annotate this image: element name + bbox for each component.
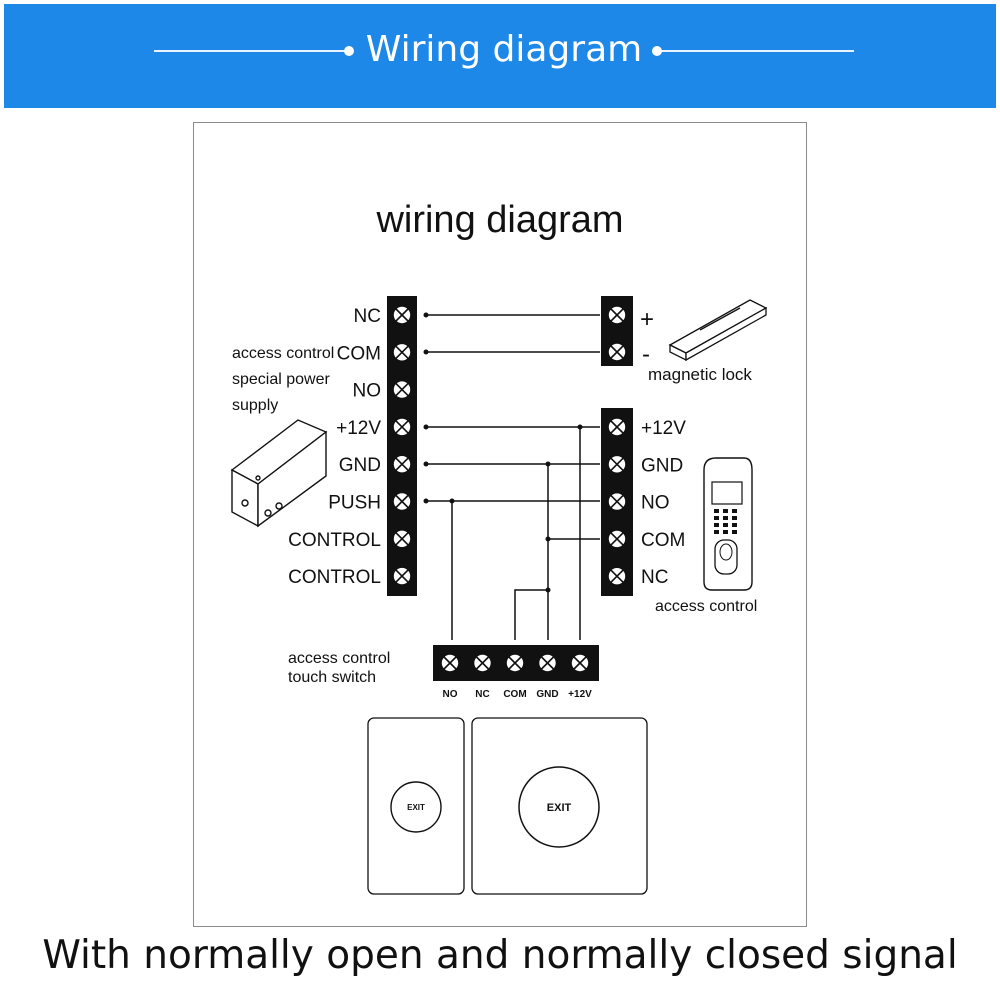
psu-terminal-label: CONTROL [288, 567, 381, 588]
access-control-terminal-screw-icon [607, 454, 627, 475]
access-control-terminal-labels: +12V GND NO COM NC [641, 418, 686, 588]
power-supply-label-1: access control [232, 345, 334, 362]
exit-button-icon [390, 781, 442, 833]
touch-switch-label-2: touch switch [288, 669, 376, 686]
banner-rule-right [659, 50, 854, 52]
exit-button-large-text: EXIT [547, 802, 572, 814]
psu-terminal-screw-icon [392, 417, 412, 437]
psu-terminal-screw-icon [392, 491, 412, 512]
psu-terminal-label: CONTROL [288, 530, 381, 551]
wire-junctions [423, 312, 583, 593]
access-control-terminal-screw-icon [607, 491, 627, 512]
wire-com-switch [514, 589, 548, 640]
psu-terminal-screw-icon [392, 342, 412, 363]
access-control-label: access control [655, 598, 757, 615]
banner-dot-right [652, 46, 662, 56]
touch-switch-terminal-labels: NO NC COM GND +12V [443, 689, 593, 700]
magnetic-lock-label: magnetic lock [648, 365, 752, 384]
touch-switch-label-1: access control [288, 650, 390, 667]
banner-rule-left [154, 50, 349, 52]
psu-terminal-label: NO [353, 381, 382, 402]
fingerprint-reader-icon [703, 457, 753, 591]
keypad-key [714, 523, 719, 527]
power-supply-label-2: special power [232, 371, 331, 388]
diagram-title: wiring diagram [375, 199, 623, 241]
keypad-key [732, 530, 737, 534]
maglock-terminal-minus: - [642, 341, 650, 368]
touch-switch-terminal-screw-icon [570, 653, 590, 673]
psu-terminal-label: COM [337, 343, 381, 364]
keypad-key [714, 530, 719, 534]
magnetic-lock-icon [668, 299, 768, 362]
power-supply-box-icon [230, 419, 328, 528]
keypad-key [732, 516, 737, 520]
psu-terminal-label: PUSH [328, 493, 381, 514]
psu-terminal-screw-icon [392, 305, 412, 325]
keypad-key [723, 523, 728, 527]
maglock-terminal-plus: + [640, 306, 654, 333]
power-supply-terminal-block [387, 296, 417, 596]
psu-terminal-screw-icon [392, 454, 412, 475]
power-supply-terminal-labels: NC COM NO +12V GND PUSH CONTROL CONTROL [288, 306, 381, 588]
header-banner: Wiring diagram [4, 4, 996, 108]
touch-switch-terminal-label: COM [503, 689, 526, 700]
psu-terminal-screw-icon [392, 528, 412, 549]
wires [426, 314, 600, 640]
access-control-terminal-label: NC [641, 567, 668, 588]
access-control-terminal-label: COM [641, 530, 685, 551]
access-control-terminal-label: +12V [641, 418, 686, 439]
touch-switch-terminal-label: GND [536, 689, 558, 700]
keypad-key [714, 509, 719, 513]
psu-terminal-screw-icon [392, 379, 412, 400]
touch-switch-terminal-screw-icon [505, 653, 525, 673]
touch-switch-terminal-label: NO [443, 689, 458, 700]
psu-terminal-screw-icon [392, 566, 412, 586]
keypad-key [714, 516, 719, 520]
keypad-key [732, 523, 737, 527]
caption: With normally open and normally closed s… [42, 933, 958, 978]
psu-terminal-label: NC [354, 306, 381, 327]
touch-switch-terminal-screw-icon [440, 653, 460, 673]
exit-button-large: EXIT [471, 717, 648, 895]
access-control-terminal-label: GND [641, 455, 683, 476]
keypad-key [723, 509, 728, 513]
exit-button-small: EXIT [367, 717, 465, 895]
access-control-terminal-screw-icon [607, 566, 627, 587]
access-control-terminal-screw-icon [607, 529, 627, 549]
keypad-key [723, 530, 728, 534]
psu-terminal-label: GND [339, 455, 381, 476]
access-control-terminal-label: NO [641, 493, 670, 514]
access-control-terminal-screw-icon [607, 417, 627, 437]
banner-dot-left [344, 46, 354, 56]
power-supply-label-3: supply [232, 397, 278, 414]
psu-terminal-label: +12V [336, 418, 381, 439]
exit-button-small-text: EXIT [407, 803, 425, 812]
touch-switch-terminal-label: +12V [568, 689, 592, 700]
keypad-key [732, 509, 737, 513]
touch-switch-terminal-screw-icon [472, 653, 493, 673]
touch-switch-terminal-label: NC [475, 689, 489, 700]
exit-button-icon [518, 766, 600, 848]
banner-title: Wiring diagram [365, 29, 643, 70]
touch-switch-terminal-screw-icon [537, 653, 558, 673]
keypad-key [723, 516, 728, 520]
